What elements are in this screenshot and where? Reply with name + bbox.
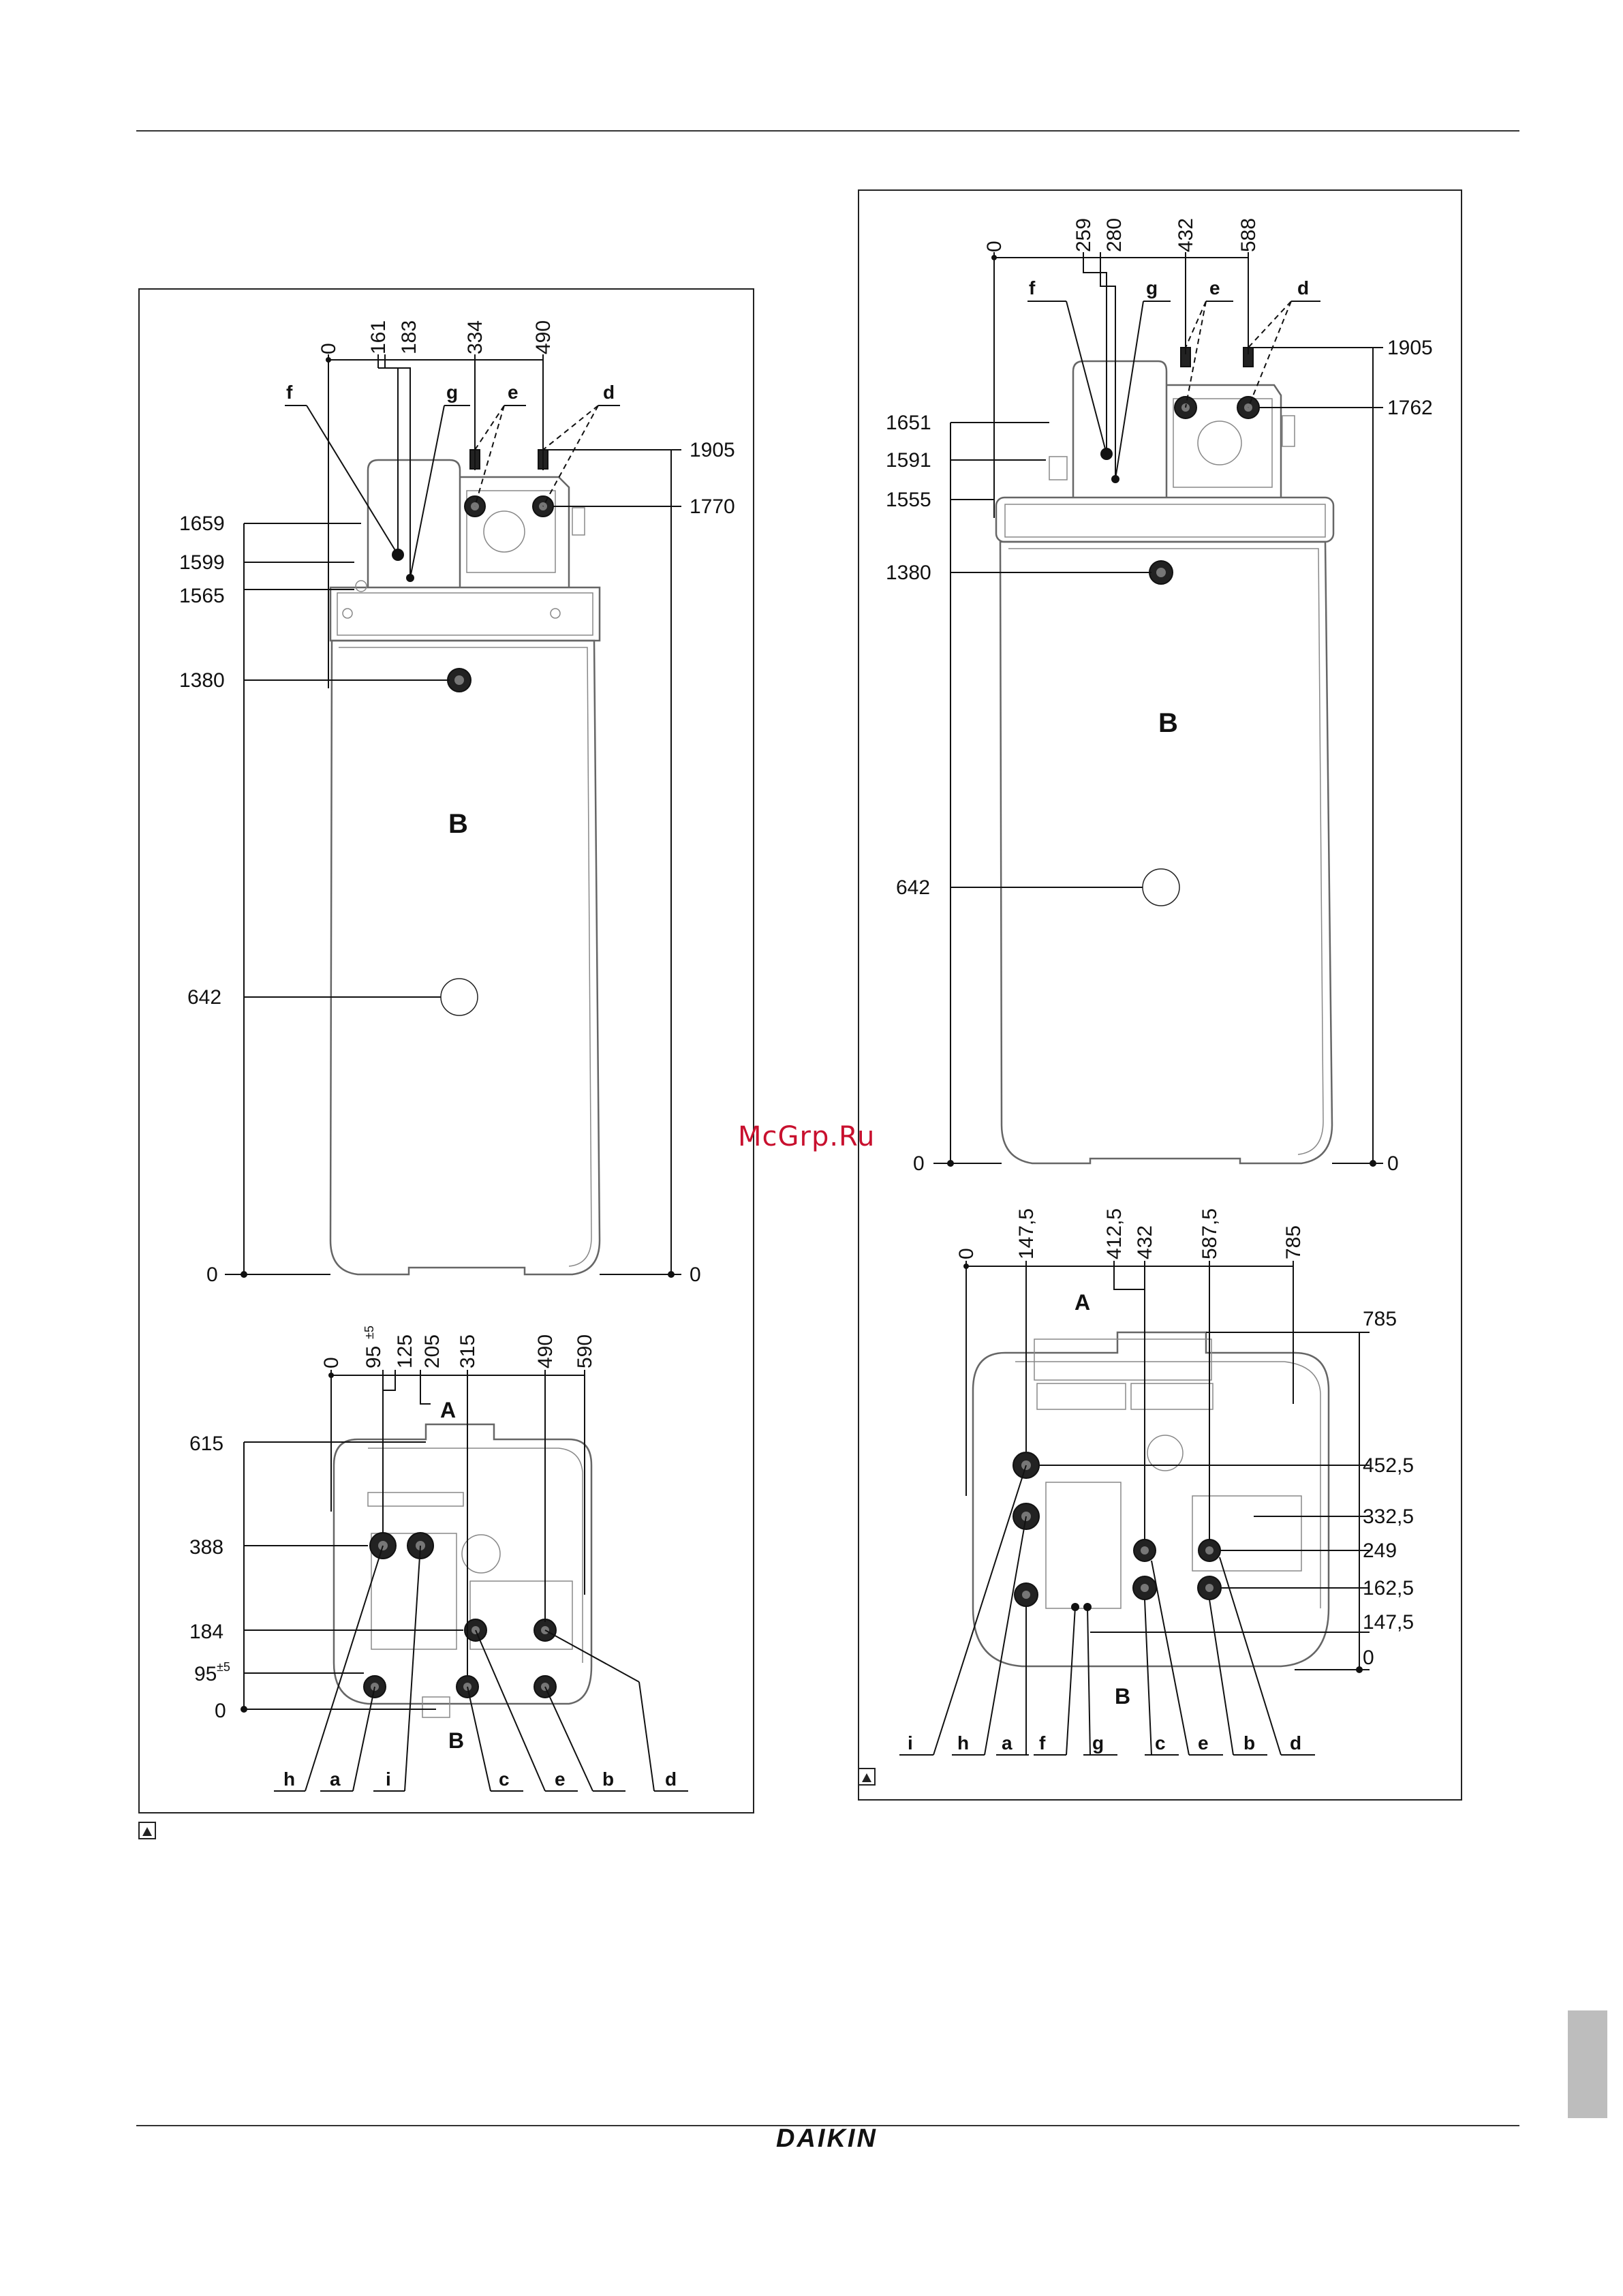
callout-label: i [386,1769,391,1790]
dim-x-label: 125 [394,1334,416,1368]
callout-label: d [665,1769,677,1790]
dim-x-label: 183 [398,320,420,354]
callout-label: e [1209,277,1220,299]
dim-x-label: 280 [1103,218,1126,252]
callout-label: h [283,1769,295,1790]
callout-label: f [286,382,293,403]
callout-label: g [1146,277,1158,299]
dim-height-label: 1905 [1387,337,1433,359]
dim-x-label: 205 [421,1334,444,1368]
dim-x-label: 590 [574,1334,596,1368]
dim-height-label: 1599 [179,551,225,574]
dim-y-label: 0 [1363,1647,1374,1669]
dim-x-label: 147,5 [1015,1208,1038,1259]
dim-height-label: 1762 [1387,397,1433,419]
dim-x-label: 315 [457,1334,479,1368]
callout-label: f [1029,277,1036,299]
dim-x-label: 0 [955,1248,978,1259]
dim-height-label: 0 [1387,1152,1399,1175]
dim-x-label: 432 [1134,1225,1156,1259]
dim-x-label: 785 [1282,1225,1305,1259]
dim-height-label: 642 [187,986,221,1009]
dim-x-label: 490 [532,320,555,354]
dim-x-label: 0 [983,241,1006,252]
dim-x-label: ±5 [362,1326,376,1339]
dim-x-label: 259 [1072,218,1095,252]
dim-y-label: ±5 [217,1660,230,1674]
dim-height-label: 642 [896,876,930,899]
plan-label-a: A [1075,1290,1090,1315]
dim-y-label: 0 [215,1700,226,1722]
dim-y-label: 615 [189,1433,223,1455]
dim-height-label: 1651 [886,412,931,434]
dim-height-label: 1555 [886,489,931,511]
dim-x-label: 95 [362,1346,385,1368]
right-plan-view [899,1261,1370,1755]
dim-y-label: 184 [189,1621,223,1643]
callout-label: d [1290,1732,1301,1754]
dim-height-label: 0 [913,1152,925,1175]
dim-y-label: 452,5 [1363,1454,1414,1477]
callout-label: e [1198,1732,1209,1754]
callout-label: a [330,1769,341,1790]
dim-height-label: 0 [206,1264,218,1286]
dim-y-label: 332,5 [1363,1505,1414,1528]
dim-height-label: 1565 [179,585,225,607]
dim-x-label: 0 [320,1357,343,1368]
plan-label-b: B [448,1728,464,1753]
plan-label-b: B [1115,1684,1130,1709]
dim-x-label: 412,5 [1103,1208,1126,1259]
dim-y-label: 388 [189,1536,223,1559]
unit-label: B [1158,708,1178,738]
dim-height-label: 1770 [690,495,735,518]
dim-height-label: 1591 [886,449,931,472]
dim-y-label: 785 [1363,1308,1397,1330]
callout-label: a [1002,1732,1013,1754]
callout-label: i [908,1732,913,1754]
callout-label: c [499,1769,510,1790]
dim-x-label: 588 [1237,218,1260,252]
callout-label: d [1297,277,1309,299]
callout-label: g [446,382,458,403]
unit-label: B [448,809,468,839]
left-plan-view [241,1370,688,1791]
callout-label: f [1039,1732,1046,1754]
dim-x-label: 334 [464,320,486,354]
dim-x-label: 0 [318,343,340,354]
dim-height-label: 1380 [886,562,931,584]
dim-x-label: 161 [367,320,390,354]
dim-height-label: 1905 [690,439,735,461]
callout-label: g [1092,1732,1104,1754]
dim-y-label: 147,5 [1363,1611,1414,1634]
callout-label: h [957,1732,969,1754]
plan-label-a: A [440,1398,456,1422]
dim-height-label: 0 [690,1264,701,1286]
callout-label: e [508,382,519,403]
callout-label: c [1155,1732,1166,1754]
dim-y-label: 162,5 [1363,1577,1414,1599]
callout-label: d [603,382,615,403]
dim-x-label: 587,5 [1199,1208,1221,1259]
dim-y-label: 95 [194,1663,217,1685]
callout-label: b [602,1769,614,1790]
dim-height-label: 1659 [179,512,225,535]
dim-x-label: 432 [1175,218,1197,252]
dim-height-label: 1380 [179,669,225,692]
dim-y-label: 249 [1363,1540,1397,1562]
callout-label: b [1243,1732,1255,1754]
dim-x-label: 490 [534,1334,557,1368]
callout-label: e [555,1769,566,1790]
